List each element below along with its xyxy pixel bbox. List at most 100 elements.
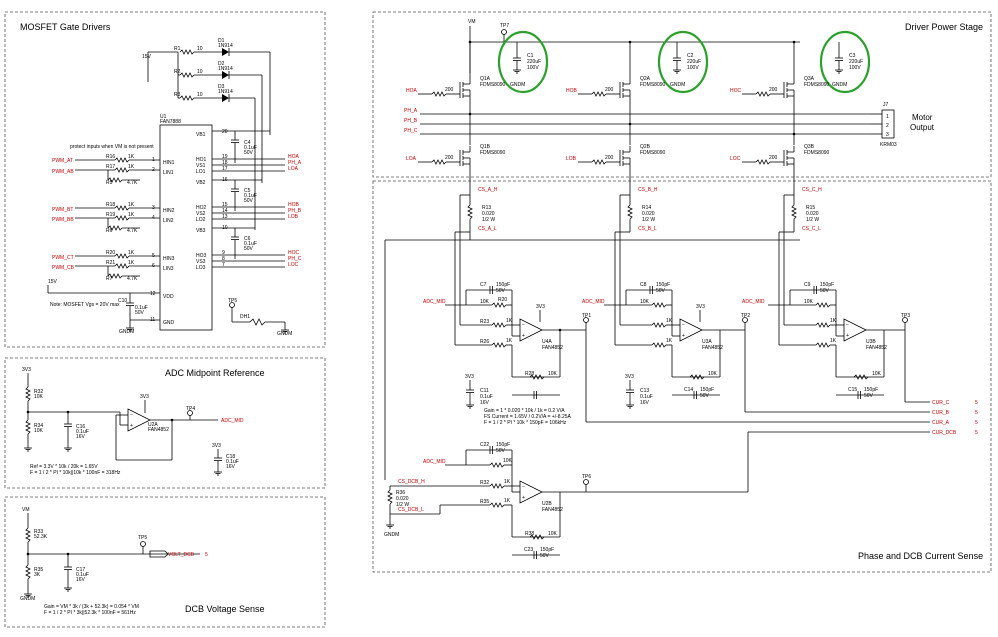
svg-text:CS_DCB_L: CS_DCB_L — [398, 507, 424, 513]
svg-text:HIN1: HIN1 — [163, 160, 175, 166]
svg-text:ADC_MID: ADC_MID — [221, 418, 244, 424]
svg-text:50V: 50V — [244, 150, 254, 156]
svg-text:1K: 1K — [666, 318, 673, 324]
svg-text:150pF: 150pF — [700, 387, 714, 393]
svg-text:50V: 50V — [656, 288, 666, 294]
svg-text:C4: C4 — [244, 140, 251, 146]
svg-text:Gain = 1 * 0.020 * 10k / 1k =: Gain = 1 * 0.020 * 10k / 1k = 0.2 V/A — [484, 408, 565, 414]
svg-text:R20: R20 — [106, 250, 115, 256]
svg-text:1N914: 1N914 — [218, 43, 233, 49]
svg-text:200: 200 — [769, 155, 778, 161]
svg-text:150pF: 150pF — [656, 282, 670, 288]
svg-text:R17: R17 — [106, 164, 115, 170]
svg-text:5: 5 — [975, 410, 978, 416]
svg-text:10K: 10K — [548, 371, 558, 377]
svg-text:C14: C14 — [684, 387, 693, 393]
svg-text:4.7K: 4.7K — [127, 276, 138, 282]
gate-drivers-box — [4, 11, 326, 348]
svg-text:10: 10 — [197, 69, 203, 75]
svg-text:10K: 10K — [480, 299, 490, 305]
svg-text:C18: C18 — [226, 454, 235, 460]
svg-text:GNDM: GNDM — [384, 532, 399, 538]
svg-text:PH_A: PH_A — [404, 108, 418, 114]
svg-text:50V: 50V — [864, 393, 874, 399]
svg-text:TP1: TP1 — [582, 313, 591, 319]
svg-text:Q3A: Q3A — [804, 76, 815, 82]
svg-text:C22: C22 — [480, 442, 489, 448]
svg-text:3V3: 3V3 — [696, 304, 705, 310]
svg-text:HOA: HOA — [288, 154, 300, 160]
svg-text:100V: 100V — [849, 65, 861, 71]
svg-text:R36: R36 — [396, 490, 405, 496]
svg-text:3V3: 3V3 — [625, 374, 634, 380]
svg-text:R35: R35 — [34, 567, 43, 573]
svg-text:LOC: LOC — [288, 262, 299, 268]
svg-text:FS Current = 1.65V / 0.2V/A =: FS Current = 1.65V / 0.2V/A = +/-8.25A — [484, 414, 572, 420]
svg-text:3V3: 3V3 — [536, 304, 545, 310]
svg-text:J7: J7 — [883, 102, 889, 108]
svg-text:Ref = 3.3V * 10k / 20k = 1.65V: Ref = 3.3V * 10k / 20k = 1.65V — [30, 464, 98, 470]
svg-text:5: 5 — [205, 552, 208, 558]
svg-text:0.1uF: 0.1uF — [244, 145, 257, 151]
svg-text:TP5: TP5 — [228, 298, 237, 304]
svg-text:3: 3 — [886, 132, 889, 138]
svg-text:PWM_AT: PWM_AT — [52, 158, 73, 164]
svg-text:PH_A: PH_A — [288, 160, 302, 166]
svg-text:1K: 1K — [128, 164, 135, 170]
svg-text:CS_B_H: CS_B_H — [638, 187, 658, 193]
svg-text:1/2 W: 1/2 W — [482, 217, 495, 223]
svg-text:LO1: LO1 — [196, 169, 206, 175]
svg-text:100V: 100V — [527, 65, 539, 71]
svg-text:10K: 10K — [548, 531, 558, 537]
svg-text:HOB: HOB — [288, 202, 300, 208]
svg-text:CUR_C: CUR_C — [932, 400, 950, 406]
svg-text:1K: 1K — [830, 318, 837, 324]
svg-text:R28: R28 — [525, 371, 534, 377]
svg-text:5: 5 — [975, 420, 978, 426]
svg-text:3V3: 3V3 — [140, 394, 149, 400]
svg-text:R38: R38 — [525, 531, 534, 537]
svg-text:LO2: LO2 — [196, 217, 206, 223]
svg-text:0.1uF: 0.1uF — [76, 429, 89, 435]
svg-text:10K: 10K — [640, 299, 650, 305]
svg-text:R19: R19 — [106, 212, 115, 218]
svg-text:1K: 1K — [128, 260, 135, 266]
svg-text:C1: C1 — [527, 53, 534, 59]
svg-text:ADC_MID: ADC_MID — [742, 299, 765, 305]
svg-text:0.1uF: 0.1uF — [226, 459, 239, 465]
svg-text:10K: 10K — [503, 458, 513, 464]
svg-text:GNDM: GNDM — [832, 82, 847, 88]
svg-text:10K: 10K — [34, 394, 44, 400]
svg-text:R23: R23 — [480, 319, 489, 325]
svg-text:0.1uF: 0.1uF — [640, 394, 653, 400]
svg-text:F = 1 / 2 * PI * 3k||52.3k * 1: F = 1 / 2 * PI * 3k||52.3k * 100nF = 561… — [44, 610, 136, 616]
svg-text:1K: 1K — [506, 318, 513, 324]
svg-text:FAN4852: FAN4852 — [148, 427, 169, 433]
svg-text:220uF: 220uF — [849, 59, 863, 65]
svg-text:150pF: 150pF — [820, 282, 834, 288]
svg-text:0.1uF: 0.1uF — [135, 305, 148, 311]
svg-text:1K: 1K — [128, 212, 135, 218]
svg-text:LOB: LOB — [288, 214, 299, 220]
svg-text:R16: R16 — [106, 154, 115, 160]
svg-text:1K: 1K — [128, 154, 135, 160]
svg-text:C9: C9 — [804, 282, 811, 288]
svg-text:U1: U1 — [160, 114, 167, 120]
svg-text:R13: R13 — [482, 205, 491, 211]
c3-highlight — [819, 30, 871, 94]
svg-text:LO3: LO3 — [196, 265, 206, 271]
svg-text:10: 10 — [197, 46, 203, 52]
svg-text:FDMS8090: FDMS8090 — [804, 150, 830, 156]
svg-text:200: 200 — [769, 87, 778, 93]
svg-text:1/2 W: 1/2 W — [396, 502, 409, 508]
svg-text:U3A: U3A — [702, 339, 712, 345]
adc-mid-box — [4, 357, 326, 489]
svg-text:ADC_MID: ADC_MID — [423, 299, 446, 305]
svg-text:HIN2: HIN2 — [163, 208, 175, 214]
svg-text:U3B: U3B — [866, 339, 876, 345]
svg-text:C7: C7 — [480, 282, 487, 288]
svg-text:FDMS8090: FDMS8090 — [480, 82, 506, 88]
